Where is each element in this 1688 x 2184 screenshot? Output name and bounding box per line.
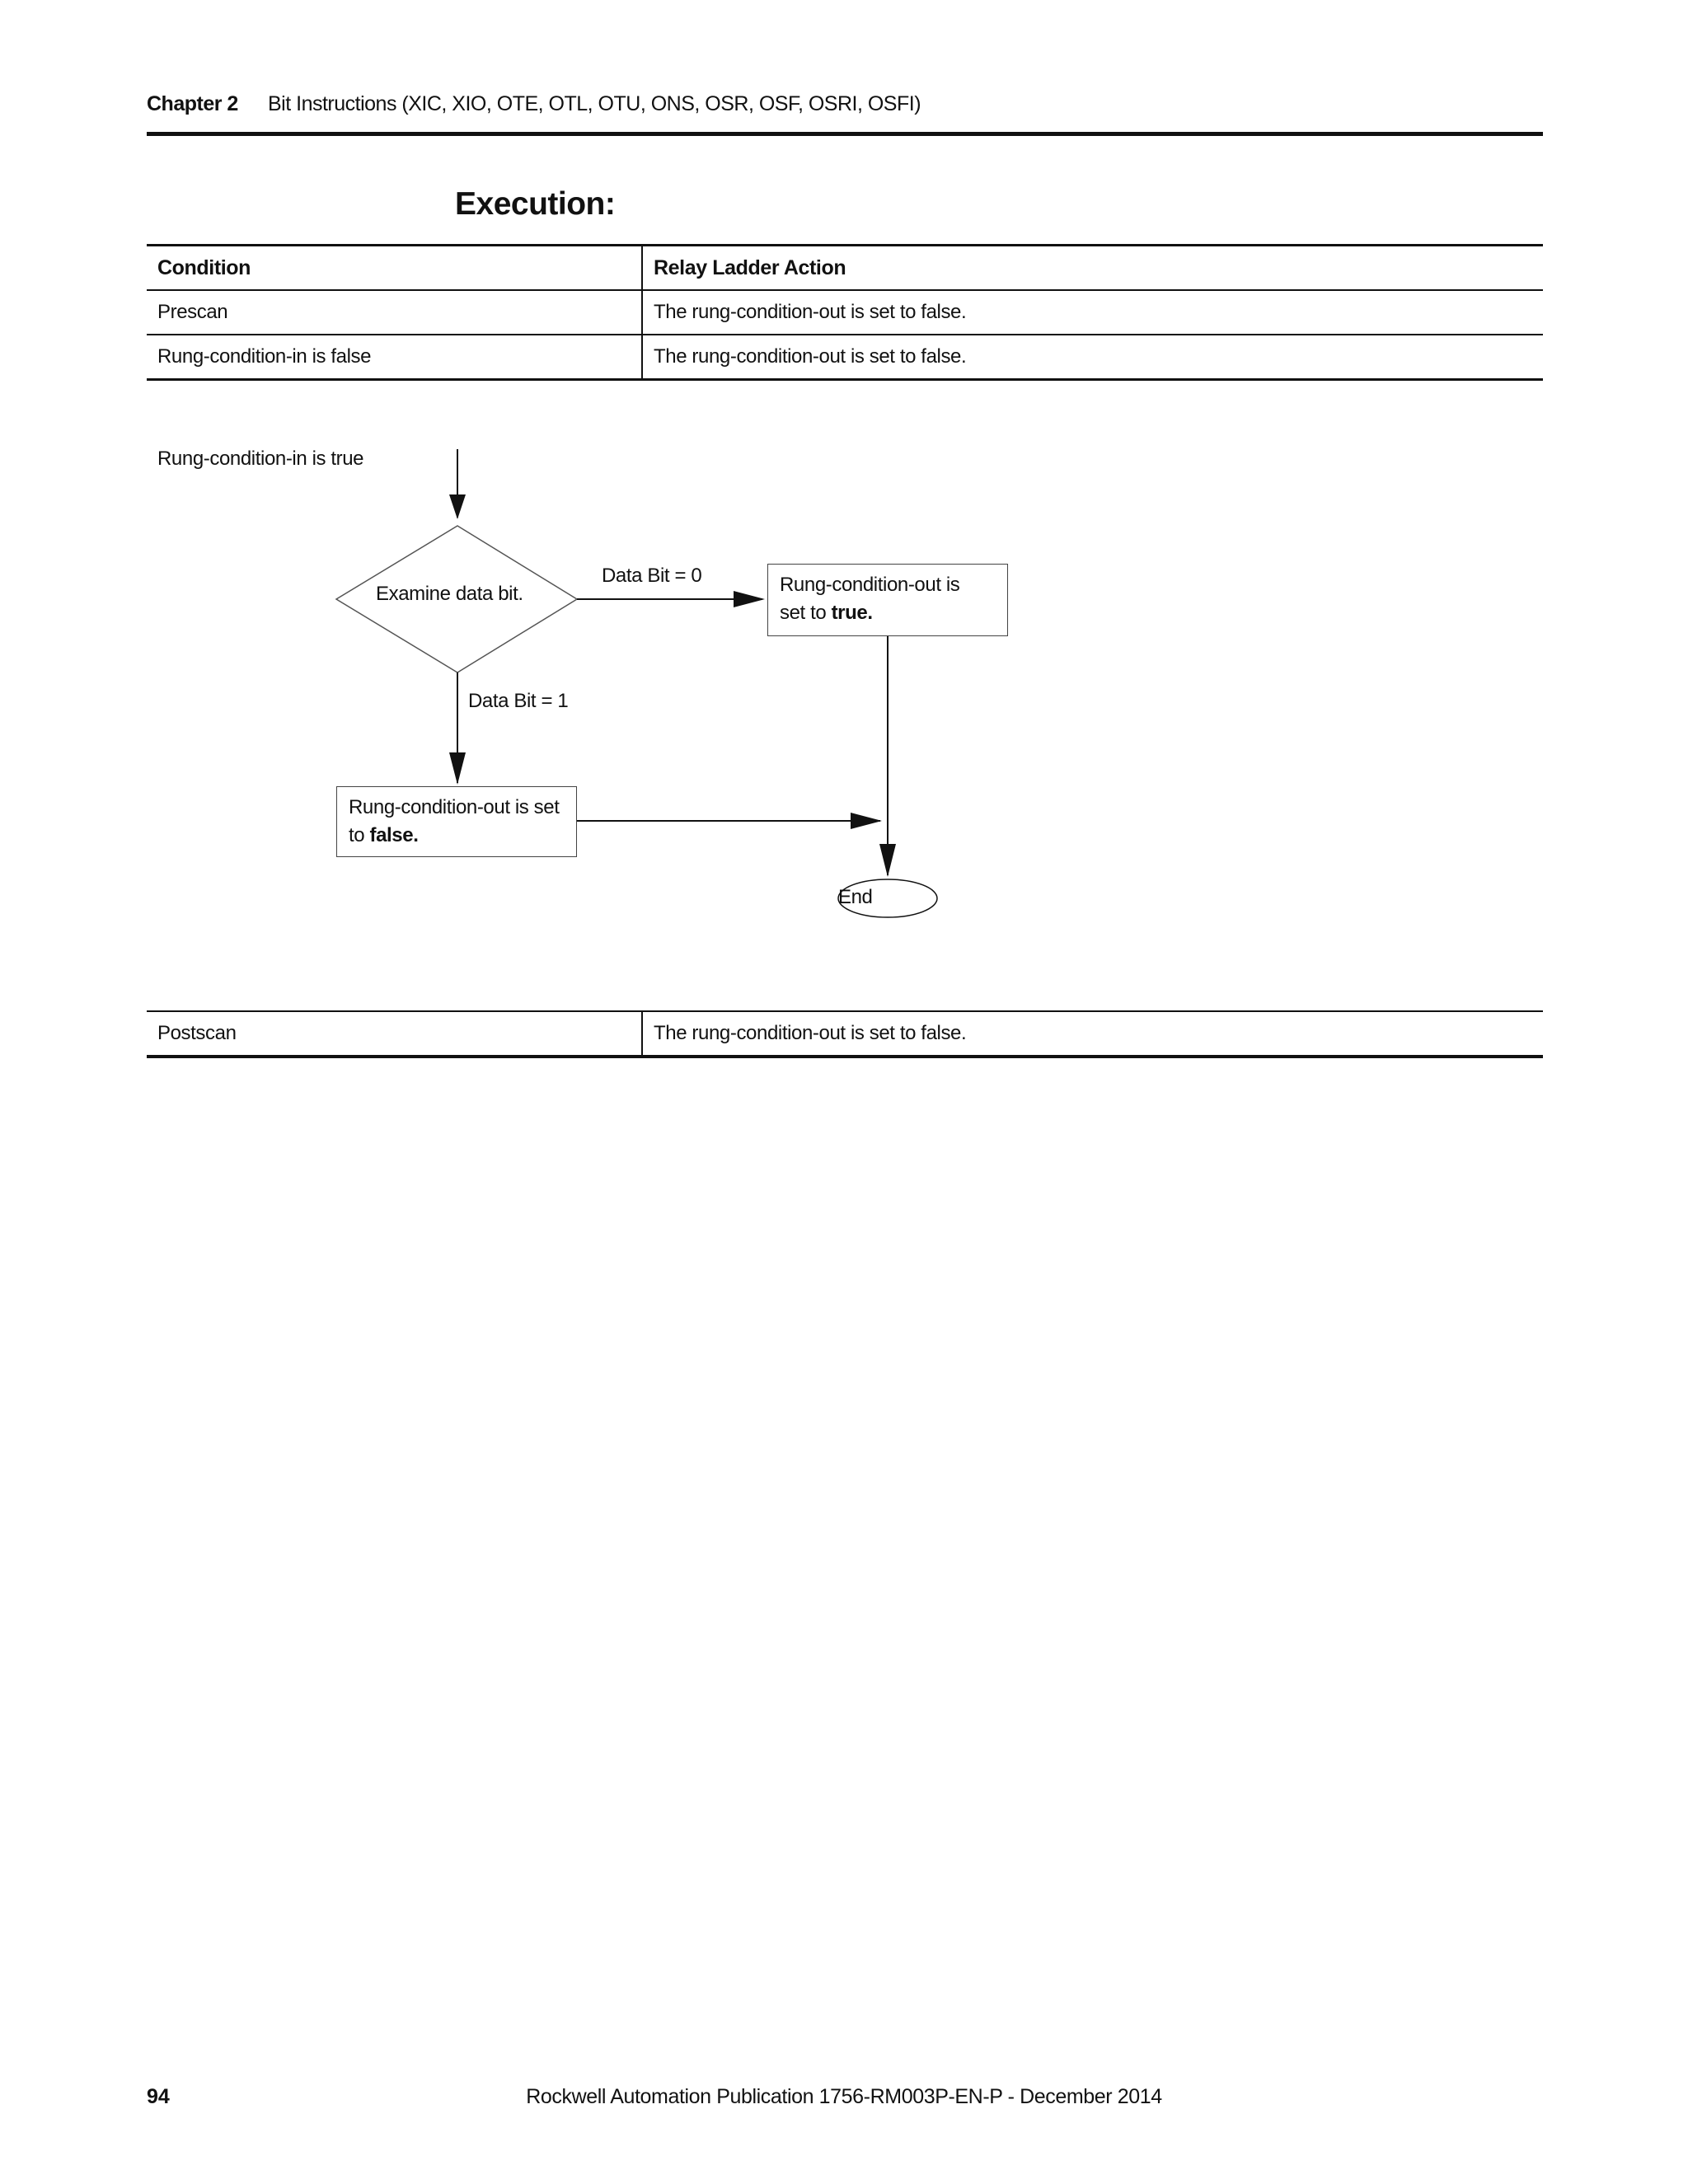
start-arrow-head — [449, 494, 466, 519]
flowchart-lines — [335, 449, 938, 918]
branch-0-label: Data Bit = 0 — [602, 565, 702, 587]
column-header-condition: Condition — [147, 245, 643, 291]
false-result-line-1: Rung-condition-out is set — [349, 796, 560, 818]
false-result-line-2: to false. — [349, 824, 419, 846]
start-label: Rung-condition-in is true — [157, 448, 364, 470]
decision-label: Examine data bit. — [376, 583, 523, 605]
table-row: Postscan The rung-condition-out is set t… — [147, 1011, 1543, 1058]
execution-table: Condition Relay Ladder Action Prescan Th… — [147, 244, 1543, 381]
false-result-box: Rung-condition-out is set to false. — [336, 786, 577, 857]
section-heading: Execution: — [455, 186, 616, 222]
true-result-box: Rung-condition-out is set to true. — [767, 564, 1008, 636]
end-terminator — [837, 879, 938, 918]
postscan-table: Postscan The rung-condition-out is set t… — [147, 1010, 1543, 1058]
false-result-emphasis: false. — [369, 824, 419, 846]
footer-page-number: 94 — [147, 2085, 170, 2108]
table-cell-condition: Prescan — [147, 290, 643, 335]
header-rule — [147, 132, 1543, 136]
chapter-title: Bit Instructions (XIC, XIO, OTE, OTL, OT… — [268, 92, 921, 115]
true-to-end-arrow-head — [879, 844, 896, 877]
table-cell-condition: Rung-condition-in is false — [147, 335, 643, 381]
table-cell-action: The rung-condition-out is set to false. — [642, 335, 1543, 381]
table-cell-condition: Postscan — [147, 1011, 643, 1058]
table-header-row: Condition Relay Ladder Action — [147, 245, 1543, 291]
footer-publication: Rockwell Automation Publication 1756-RM0… — [526, 2085, 1162, 2108]
branch-0-arrow-head — [734, 591, 765, 607]
column-header-action: Relay Ladder Action — [642, 245, 1543, 291]
chapter-label: Chapter 2 — [147, 92, 238, 115]
table-cell-action: The rung-condition-out is set to false. — [642, 290, 1543, 335]
table-row: Rung-condition-in is false The rung-cond… — [147, 335, 1543, 381]
false-to-end-arrow-head — [851, 813, 882, 829]
true-result-line-1: Rung-condition-out is — [780, 574, 960, 596]
branch-1-label: Data Bit = 1 — [468, 690, 569, 712]
branch-1-arrow-head — [449, 752, 466, 785]
true-result-emphasis: true. — [831, 602, 873, 624]
table-row: Prescan The rung-condition-out is set to… — [147, 290, 1543, 335]
true-result-line-2: set to true. — [780, 602, 873, 624]
table-cell-action: The rung-condition-out is set to false. — [642, 1011, 1543, 1058]
end-label: End — [838, 886, 873, 908]
